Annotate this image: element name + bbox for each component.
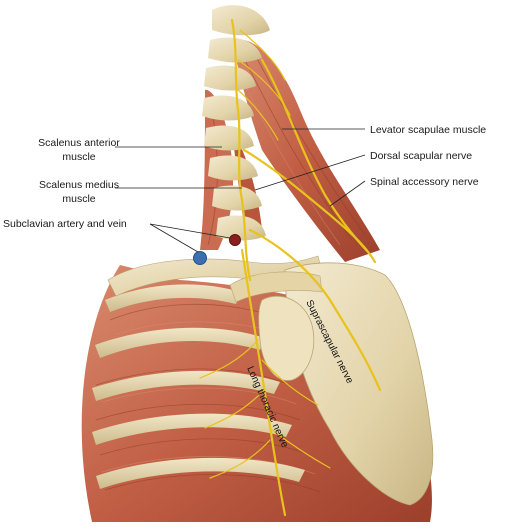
subclavian-artery [229,234,241,246]
nerve-trunk [230,18,252,282]
nerves [199,18,382,517]
label-scalenus-anterior-line1: Scalenus anterior [38,137,120,149]
suprascapular-nerve-path [248,228,382,392]
vertebra-c5 [204,125,254,151]
rib-3 [92,370,280,401]
vertebra-c1 [212,5,270,36]
subclavian-vein [193,251,207,265]
leader-dorsal-scapular [254,154,366,191]
cervical-spine [202,5,270,241]
label-scalenus-medius-line2: muscle [62,193,95,205]
leader-spinal-accessory [329,180,366,207]
label-levator-scapulae: Levator scapulae muscle [370,124,486,136]
glenoid-fossa [258,295,315,381]
rib-5 [96,457,305,489]
vertebra-c4 [202,95,254,121]
rib-1 [105,284,240,312]
scapula-body [284,262,434,506]
subclavian-vessels [193,234,241,265]
leader-subclavian-vein [149,223,199,253]
vertebra-t1 [216,215,266,241]
levator-scapulae [232,39,380,263]
spinal-accessory-nerve-path [260,58,370,254]
leader-subclavian-artery [149,223,231,239]
scapula [229,262,434,506]
vertebra-c3 [204,65,256,91]
vertebra-c6 [208,155,258,181]
vertebra-c7 [212,185,262,211]
rib-2 [95,327,265,358]
ribs [92,284,305,489]
label-dorsal-scapular-nerve: Dorsal scapular nerve [370,150,472,162]
rib-4 [92,413,292,445]
label-spinal-accessory-nerve: Spinal accessory nerve [370,176,479,188]
label-scalenus-anterior-line2: muscle [62,151,95,163]
leader-lines [115,128,366,253]
label-subclavian-artery-vein: Subclavian artery and vein [3,218,127,230]
acromion [229,271,323,303]
label-scalenus-medius-line1: Scalenus medius [39,179,119,191]
long-thoracic-nerve-path [240,248,287,517]
